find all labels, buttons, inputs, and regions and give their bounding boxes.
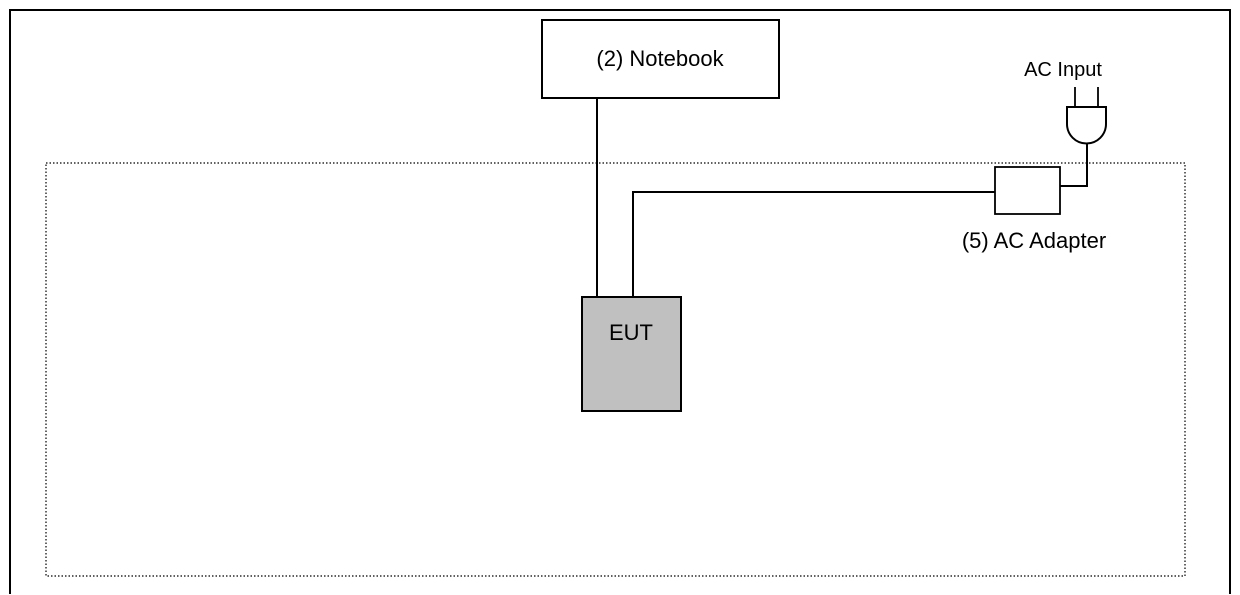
eut-label: EUT xyxy=(609,320,653,345)
eut-device: EUT xyxy=(581,296,682,412)
notebook-box xyxy=(541,19,780,99)
eut-box xyxy=(581,296,682,412)
ac-adapter-box xyxy=(994,166,1061,215)
ac-cord xyxy=(1060,143,1088,187)
ac-adapter-device: (5) AC Adapter xyxy=(962,166,1106,253)
ac-plug-icon xyxy=(1066,87,1107,145)
plug-body xyxy=(1066,106,1107,145)
notebook-label: (2) Notebook xyxy=(596,46,724,71)
ac-input-label: AC Input xyxy=(1024,59,1102,81)
test-area-boundary xyxy=(45,162,1186,577)
notebook-device: (2) Notebook xyxy=(541,19,780,99)
ac-adapter-label: (5) AC Adapter xyxy=(962,228,1106,253)
outer-frame xyxy=(9,9,1231,594)
dc-power-cable xyxy=(632,191,995,297)
